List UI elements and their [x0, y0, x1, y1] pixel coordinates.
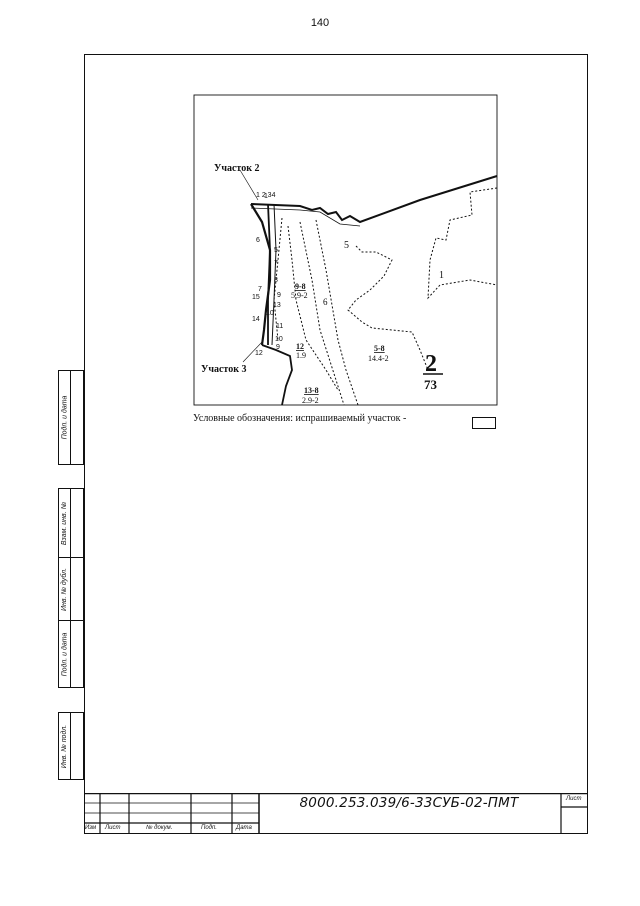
block-number: 2 — [425, 351, 437, 377]
fraction-numerator: 12 — [296, 342, 304, 351]
map-legend: Условные обозначения: испрашиваемый учас… — [193, 413, 407, 424]
parcel-label: 9 — [277, 292, 281, 299]
fraction-denominator: 2.9-2 — [302, 396, 319, 405]
pointer-line — [239, 169, 259, 201]
boundary-road-inner — [250, 207, 361, 227]
strip-boundary-a — [315, 219, 359, 406]
pointer-line — [242, 341, 263, 363]
fraction-numerator: 13-8 — [304, 386, 319, 395]
parcel-label: 10 — [275, 336, 283, 343]
strip-boundary-c — [287, 225, 339, 391]
side-stamp-inv-podl: Инв. № подл. — [58, 712, 84, 780]
parcel-label: 10 — [266, 310, 274, 317]
boundary-road — [250, 175, 498, 224]
column-izm: Изм — [85, 825, 97, 831]
parcel-label: 5 — [274, 247, 278, 254]
column-doc-number: № докум. — [146, 825, 173, 831]
fraction-denominator: 14.4-2 — [368, 354, 389, 363]
area-2-boundary — [250, 203, 272, 346]
parcel-label: 5 — [344, 240, 349, 251]
fraction-denominator: 1.9 — [296, 351, 306, 360]
area-strip-line — [267, 203, 271, 345]
title-block: 8000.253.039/6-33СУБ-02-ПМТ Лист Изм Лис… — [84, 793, 588, 834]
area-3-boundary — [261, 344, 293, 406]
parcel-label: 12 — [255, 350, 263, 357]
parcel-label: 6 — [256, 237, 260, 244]
sheet-label: Лист — [566, 796, 582, 802]
page-number: 140 — [310, 17, 330, 29]
block-number-denominator: 73 — [424, 377, 438, 392]
column-signature: Подп. — [201, 825, 217, 831]
document-code: 8000.253.039/6-33СУБ-02-ПМТ — [299, 795, 519, 811]
fraction-numerator: 9-8 — [295, 282, 306, 291]
parcel-label: 7 — [274, 260, 278, 267]
map-border — [193, 94, 498, 406]
parcel-label: 1 — [264, 193, 268, 200]
parcel-label: 8 — [274, 277, 278, 284]
parcel-label: 7 — [258, 286, 262, 293]
area-2-label: Участок 2 — [214, 163, 259, 174]
points-top: 1 2 34 — [256, 192, 276, 199]
side-stamp-podp-data-top: Подп. и дата — [58, 370, 84, 465]
fraction-denominator: 5.9-2 — [291, 291, 308, 300]
fraction-numerator: 5-8 — [374, 344, 385, 353]
parcel-label: 13 — [273, 302, 281, 309]
column-list: Лист — [105, 825, 121, 831]
parcel-label: 9 — [276, 344, 280, 351]
title-block-grid — [84, 793, 588, 834]
parcel-boundary-1 — [427, 187, 498, 300]
strip-boundary-d — [273, 217, 283, 341]
side-stamp-middle: Взам. инв. № Инв. № дубл. Подп. и дата — [58, 488, 84, 688]
column-date: Дата — [236, 825, 252, 831]
parcel-label: 6 — [323, 297, 328, 307]
strip-boundary-b — [299, 221, 345, 406]
parcel-label: 14 — [252, 316, 260, 323]
parcel-label: 15 — [252, 294, 260, 301]
drawing-frame — [84, 54, 588, 834]
legend-sample-box — [472, 417, 496, 429]
parcel-label: 1 — [439, 270, 444, 281]
parcel-boundary-5 — [347, 245, 429, 371]
area-3-label: Участок 3 — [201, 364, 246, 375]
area-strip-line-2 — [271, 203, 277, 346]
parcel-label: 11 — [276, 323, 283, 330]
